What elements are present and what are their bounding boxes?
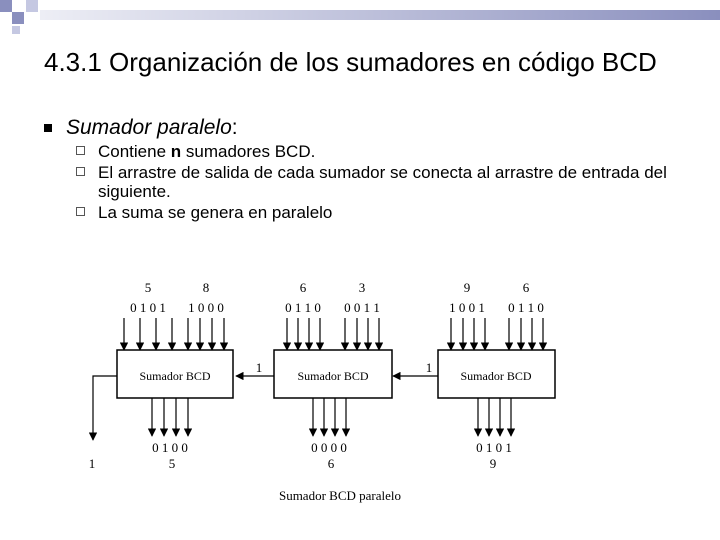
sub-bullet-text: La suma se genera en paralelo [98,203,332,222]
bullet-colon: : [232,116,238,139]
bullet-text: Sumador paralelo: [66,115,238,141]
carry-2-label: 1 [426,360,433,375]
block-1-input-a-decimal: 5 [145,280,152,295]
final-carry-label: 1 [89,456,96,471]
sub-bullet-item: La suma se genera en paralelo [76,203,696,222]
sub-bullet-list: Contiene n sumadores BCD. El arrastre de… [76,142,696,224]
block-3-input-b-decimal: 6 [523,280,530,295]
block-1-label: Sumador BCD [139,369,210,383]
sub-bullet-item: El arrastre de salida de cada sumador se… [76,163,696,201]
block-1-input-b-decimal: 8 [203,280,210,295]
sub-bullet-bold-n: n [171,142,181,161]
block-3-input-b-bits: 0 1 1 0 [508,300,544,315]
sub-bullet-text-start: Contiene [98,142,171,161]
block-1-input-b-bits: 1 0 0 0 [188,300,224,315]
block-1-output-bits: 0 1 0 0 [152,440,188,455]
hollow-square-bullet-icon [76,146,85,155]
block-2-input-b-decimal: 3 [359,280,366,295]
block-2-label: Sumador BCD [297,369,368,383]
block-1-input-a-bits: 0 1 0 1 [130,300,166,315]
block-2-input-a-bits: 0 1 1 0 [285,300,321,315]
diagram-caption: Sumador BCD paralelo [279,488,401,503]
block-3-input-a-decimal: 9 [464,280,471,295]
block-2-output-decimal: 6 [328,456,335,471]
block-2-output-bits: 0 0 0 0 [311,440,347,455]
hollow-square-bullet-icon [76,167,85,176]
block-1-output-decimal: 5 [169,456,176,471]
block-3-output-decimal: 9 [490,456,497,471]
block-3-input-a-bits: 1 0 0 1 [449,300,485,315]
bullet-label: Sumador paralelo [66,116,232,139]
block-2-input-a-decimal: 6 [300,280,307,295]
square-bullet-icon [44,124,52,132]
block-2-input-b-bits: 0 0 1 1 [344,300,380,315]
bcd-parallel-adder-diagram: Sumador BCD Sumador BCD Sumador BCD 5 0 … [0,270,720,540]
sub-bullet-item: Contiene n sumadores BCD. [76,142,696,161]
block-3-label: Sumador BCD [460,369,531,383]
block-3-output-bits: 0 1 0 1 [476,440,512,455]
sub-bullet-text-end: sumadores BCD. [181,142,315,161]
sub-bullet-text: El arrastre de salida de cada sumador se… [98,163,667,201]
header-decoration [0,0,720,40]
carry-1-label: 1 [256,360,263,375]
hollow-square-bullet-icon [76,207,85,216]
slide-title: 4.3.1 Organización de los sumadores en c… [44,45,684,79]
